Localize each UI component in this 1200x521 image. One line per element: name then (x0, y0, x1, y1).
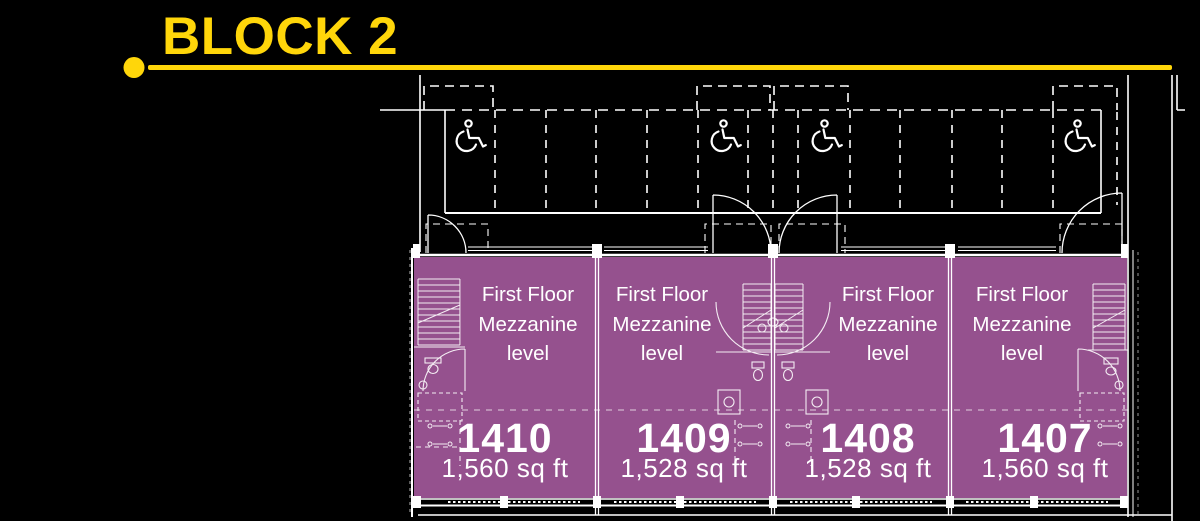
wheelchair-icon (1064, 119, 1096, 153)
unit-floor-label-1409: First Floor Mezzanine level (612, 283, 712, 366)
title-bullet-dot (123, 57, 145, 78)
unit-number-1410: 1410 (457, 415, 553, 461)
site-boundary-lines (1127, 75, 1185, 521)
wheelchair-icon (455, 119, 487, 153)
accessible-stall-markings (423, 85, 1118, 110)
unit-area-1407: 1,560 sq ft (981, 453, 1109, 483)
accessible-parking-icons (455, 119, 1096, 153)
unit-area-1410: 1,560 sq ft (441, 453, 569, 483)
unit-floor-label-1407: First Floor Mezzanine level (972, 283, 1072, 366)
unit-number-1409: 1409 (636, 415, 732, 461)
unit-number-1408: 1408 (820, 415, 916, 461)
wheelchair-icon (710, 119, 742, 153)
unit-area-1409: 1,528 sq ft (620, 453, 748, 483)
entry-door-arcs (427, 192, 1123, 254)
unit-number-1407: 1407 (997, 415, 1093, 461)
unit-area-1408: 1,528 sq ft (804, 453, 932, 483)
parking-area (380, 75, 1118, 252)
unit-floor-label-1408: First Floor Mezzanine level (838, 283, 938, 366)
unit-floor-label-1410: First Floor Mezzanine level (478, 283, 578, 366)
wheelchair-icon (811, 119, 843, 153)
entry-landing-dashed (425, 223, 1123, 253)
block-title: BLOCK 2 (162, 7, 399, 66)
